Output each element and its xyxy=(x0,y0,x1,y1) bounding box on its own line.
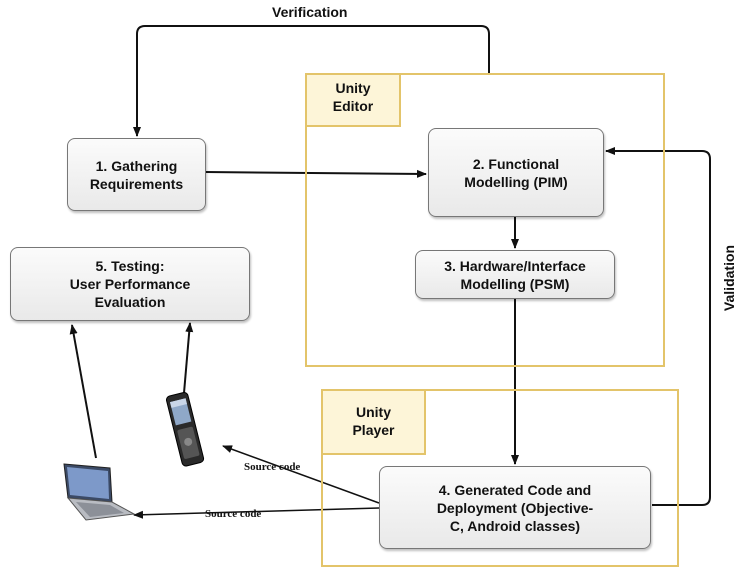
gathering-to-functional-arrow xyxy=(204,169,427,178)
laptop-icon xyxy=(63,463,136,521)
unity-editor-tab: Unity Editor xyxy=(307,75,401,127)
mobile-phone-icon xyxy=(166,391,205,467)
phone-to-testing-arrow xyxy=(183,322,194,394)
step-functional-modelling: 2. Functional Modelling (PIM) xyxy=(428,128,604,217)
step-generated-code-deployment: 4. Generated Code and Deployment (Object… xyxy=(379,466,651,549)
source-code-label-phone: Source code xyxy=(244,461,301,473)
verification-arrow xyxy=(133,25,490,137)
verification-label: Verification xyxy=(272,4,348,20)
unity-editor-region: Unity Editor xyxy=(305,73,665,367)
unity-player-region: Unity Player xyxy=(321,389,679,567)
unity-player-tab: Unity Player xyxy=(323,391,426,455)
step-gathering-requirements: 1. Gathering Requirements xyxy=(67,138,206,211)
source-code-label-laptop: Source code xyxy=(205,508,262,520)
generated-to-laptop-arrow xyxy=(133,507,380,519)
laptop-to-testing-arrow xyxy=(69,324,97,459)
step-hardware-interface-modelling: 3. Hardware/Interface Modelling (PSM) xyxy=(415,250,615,299)
validation-label: Validation xyxy=(721,244,738,312)
validation-arrow xyxy=(605,147,711,506)
generated-to-phone-arrow xyxy=(222,445,380,504)
step-testing-evaluation: 5. Testing: User Performance Evaluation xyxy=(10,247,250,321)
